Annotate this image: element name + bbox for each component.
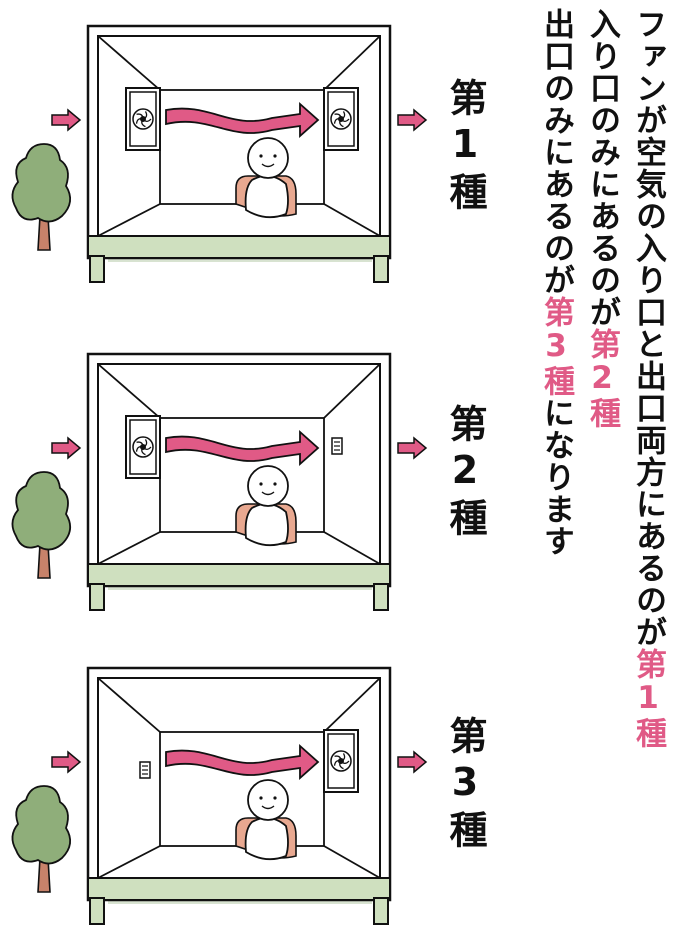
person-eye-right [273, 482, 277, 486]
room-leg-right [373, 583, 389, 611]
perspective-edge-1 [97, 363, 161, 419]
person-smile [261, 491, 275, 496]
room-svg [11, 24, 428, 283]
type-label-1: 第1種 [443, 78, 487, 216]
arrow-out-icon [397, 108, 428, 132]
person-head [247, 465, 289, 507]
room-floor-band [87, 235, 391, 259]
arrow-in-icon [51, 108, 82, 132]
tree-icon [11, 471, 72, 551]
airflow-arrow [165, 429, 320, 467]
person-eye-right [273, 796, 277, 800]
room-leg-left [89, 897, 105, 925]
type-label-3: 第3種 [443, 716, 487, 854]
explanation-text-2: 入り口のみにあるのが [584, 8, 620, 328]
perspective-edge-2 [323, 677, 381, 733]
airflow-arrow [165, 743, 320, 781]
perspective-edge-4 [323, 845, 381, 879]
person-head [247, 779, 289, 821]
arrow-out-icon [397, 436, 428, 460]
room-leg-right [373, 897, 389, 925]
perspective-edge-2 [323, 363, 381, 419]
person-smile [261, 163, 275, 168]
highlight-type-1: 第1種 [630, 648, 666, 749]
perspective-edge-2 [323, 35, 381, 91]
diagram-type-1 [0, 18, 440, 308]
highlight-type-2: 第2種 [584, 328, 620, 429]
explanation-tail-3: になります [538, 397, 574, 557]
inlet-fan-icon [125, 87, 161, 151]
room-svg [11, 352, 428, 611]
person-body [244, 502, 289, 547]
room-floor-band [87, 877, 391, 901]
room-leg-left [89, 255, 105, 283]
inlet-fan-icon [125, 415, 161, 479]
outlet-fan-icon [323, 729, 359, 793]
inlet-vent-icon [139, 761, 151, 779]
arrow-in-icon [51, 436, 82, 460]
type-label-2: 第2種 [443, 404, 487, 542]
person-eye-left [259, 482, 263, 486]
perspective-edge-1 [97, 35, 161, 91]
room-leg-right [373, 255, 389, 283]
tree-icon [11, 143, 72, 223]
tree-icon [11, 785, 72, 865]
perspective-edge-3 [97, 531, 161, 565]
perspective-edge-4 [323, 203, 381, 237]
perspective-edge-4 [323, 531, 381, 565]
room-svg [11, 666, 428, 925]
person-eye-right [273, 154, 277, 158]
explanation-text-1: ファンが空気の入り口と出口両方にあるのが [630, 8, 666, 648]
person-body [244, 816, 289, 861]
arrow-out-icon [397, 750, 428, 774]
explanation-line-1: ファンが空気の入り口と出口両方にあるのが第1種 [630, 8, 666, 749]
person-body [244, 174, 289, 219]
explanation-line-2: 入り口のみにあるのが第2種 [584, 8, 620, 429]
arrow-in-icon [51, 750, 82, 774]
perspective-edge-3 [97, 845, 161, 879]
person-eye-left [259, 154, 263, 158]
perspective-edge-3 [97, 203, 161, 237]
person-smile [261, 805, 275, 810]
explanation-line-3: 出口のみにあるのが第3種になります [538, 8, 574, 557]
room-floor-band [87, 563, 391, 587]
outlet-vent-icon [331, 437, 343, 455]
room-leg-left [89, 583, 105, 611]
person-head [247, 137, 289, 179]
outlet-fan-icon [323, 87, 359, 151]
diagram-type-3 [0, 660, 440, 950]
diagram-type-2 [0, 346, 440, 636]
explanation-text-3: 出口のみにあるのが [538, 8, 574, 296]
airflow-arrow [165, 101, 320, 139]
person-eye-left [259, 796, 263, 800]
highlight-type-3: 第3種 [538, 296, 574, 397]
perspective-edge-1 [97, 677, 161, 733]
